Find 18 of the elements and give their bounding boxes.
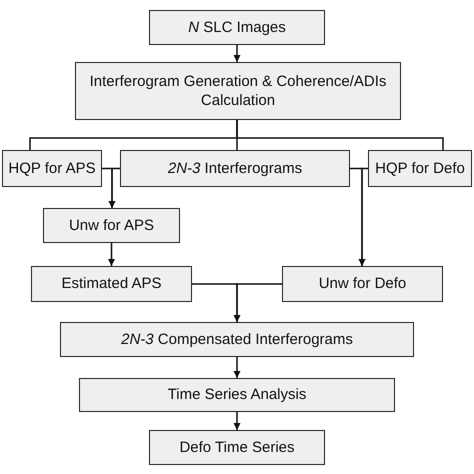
process-box: 2N-3 Interferograms [120, 150, 350, 187]
process-box: HQP for APS [2, 150, 102, 187]
process-box: Estimated APS [31, 266, 192, 302]
process-box: N SLC Images [149, 10, 325, 45]
connector-arrow [234, 357, 240, 378]
connector-arrow [358, 168, 368, 266]
process-box: 2N-3 Compensated Interferograms [60, 322, 414, 357]
process-box: Unw for Defo [282, 266, 443, 302]
connector-arrow [234, 412, 240, 430]
connector-arrow [234, 45, 240, 62]
process-box: Time Series Analysis [79, 378, 395, 412]
process-box: HQP for Defo [368, 150, 472, 187]
process-box: Interferogram Generation & Coherence/ADIs Calculation [75, 62, 401, 120]
connector-arrow [108, 168, 120, 208]
process-box: Defo Time Series [149, 430, 325, 465]
connector-arrow [108, 243, 115, 266]
connector-arrow [234, 283, 282, 322]
process-box: Unw for APS [43, 208, 180, 243]
